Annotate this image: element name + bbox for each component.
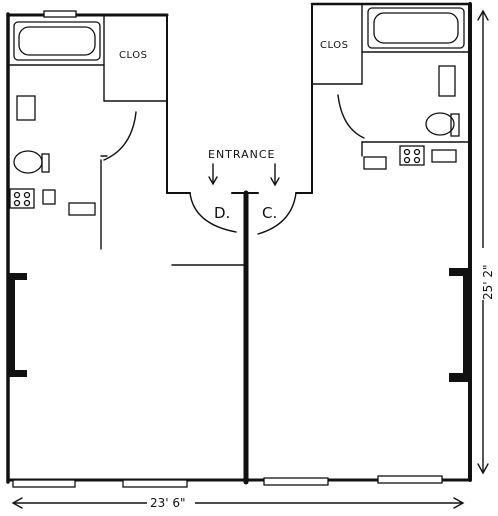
- toilet-left: [13, 150, 50, 174]
- sink-right: [438, 65, 456, 97]
- entrance-label: ENTRANCE: [208, 148, 275, 161]
- closet-left-label: CLOS: [119, 50, 147, 61]
- entrance-arrows: [208, 163, 280, 187]
- width-dimension: 23' 6": [11, 495, 465, 510]
- stove-right: [399, 145, 425, 166]
- bathtub-left: [13, 21, 101, 61]
- unit-c-label: C.: [262, 204, 277, 222]
- sink-left: [16, 95, 36, 121]
- stove-left: [9, 188, 35, 209]
- counter-left: [68, 202, 96, 216]
- window-right-wall: [449, 268, 470, 382]
- height-dimension: 25' 2": [476, 9, 495, 475]
- width-dimension-label: 23' 6": [150, 496, 186, 510]
- right-unit-interior: [257, 3, 471, 486]
- left-unit-interior: [7, 10, 247, 488]
- counter-right-1: [363, 156, 387, 170]
- left-unit-walls: [6, 12, 248, 484]
- kitchen-sink-left: [42, 189, 56, 205]
- toilet-right: [425, 112, 460, 137]
- height-dimension-label: 25' 2": [481, 264, 495, 300]
- unit-d-label: D.: [214, 204, 230, 222]
- right-unit-walls: [244, 2, 472, 482]
- closet-right-label: CLOS: [320, 40, 348, 51]
- window-left-wall: [8, 273, 27, 377]
- bathtub-right: [367, 7, 465, 49]
- counter-right-2: [431, 149, 457, 163]
